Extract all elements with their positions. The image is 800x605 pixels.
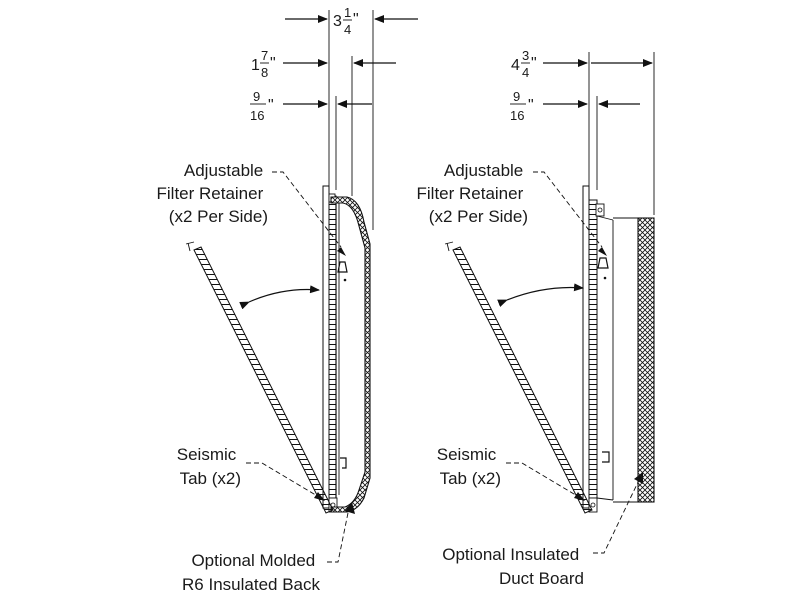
left-dim-overall: 3 1 4 " bbox=[285, 5, 418, 37]
left-optional-leader bbox=[327, 507, 350, 563]
left-dim-overall-whole: 3 bbox=[333, 13, 342, 30]
left-dim-small-unit: " bbox=[268, 97, 274, 114]
right-dim-small-unit: " bbox=[528, 97, 534, 114]
left-dim-small: 9 16 " bbox=[250, 89, 372, 123]
left-retainer-leader bbox=[272, 171, 342, 248]
right-view: 4 3 4 " 9 16 " bbox=[417, 48, 655, 588]
right-open-door bbox=[444, 241, 593, 514]
right-extension-lines bbox=[588, 52, 655, 215]
left-swing-arc bbox=[239, 285, 320, 310]
right-dim-small-num: 9 bbox=[513, 89, 520, 104]
right-dim-overall-whole: 4 bbox=[511, 57, 520, 74]
left-optional-label: Optional Molded R6 Insulated Back bbox=[182, 551, 320, 594]
right-seismic-leader bbox=[506, 462, 580, 498]
left-extension-lines bbox=[328, 10, 374, 230]
left-seismic-label: Seismic Tab (x2) bbox=[177, 445, 241, 488]
left-dim-small-den: 16 bbox=[250, 108, 264, 123]
left-dim-mid-unit: " bbox=[270, 55, 276, 72]
right-swing-arc bbox=[497, 283, 584, 308]
left-open-door bbox=[185, 241, 334, 514]
right-seismic-label: Seismic Tab (x2) bbox=[437, 445, 501, 488]
right-retainer-label: Adjustable Filter Retainer (x2 Per Side) bbox=[417, 161, 529, 226]
right-dim-small-den: 16 bbox=[510, 108, 524, 123]
right-dim-overall-num: 3 bbox=[522, 48, 529, 63]
left-dim-overall-unit: " bbox=[353, 11, 359, 28]
left-dim-mid-den: 8 bbox=[261, 65, 268, 80]
left-dim-mid: 1 7 8 " bbox=[251, 48, 396, 80]
left-dim-mid-num: 7 bbox=[261, 48, 268, 63]
left-dim-mid-whole: 1 bbox=[251, 57, 260, 74]
right-insulated-duct-board bbox=[637, 217, 655, 503]
left-door-frame bbox=[322, 185, 340, 513]
right-filter-retainer-icon bbox=[597, 257, 610, 463]
right-optional-label: Optional Insulated Duct Board bbox=[442, 545, 584, 588]
right-dim-overall-den: 4 bbox=[522, 65, 529, 80]
right-dim-overall-unit: " bbox=[531, 55, 537, 72]
right-dim-overall: 4 3 4 " bbox=[511, 48, 653, 80]
right-door-frame bbox=[582, 185, 614, 513]
left-dim-overall-num: 1 bbox=[344, 5, 351, 20]
left-filter-retainer-icon bbox=[337, 261, 348, 469]
left-dim-overall-den: 4 bbox=[344, 22, 351, 37]
left-retainer-label: Adjustable Filter Retainer (x2 Per Side) bbox=[157, 161, 269, 226]
left-view: 3 1 4 " 1 7 8 " 9 16 " bbox=[157, 5, 418, 594]
left-dim-small-num: 9 bbox=[253, 89, 260, 104]
right-optional-leader bbox=[593, 477, 641, 554]
right-retainer-leader bbox=[533, 171, 603, 248]
left-seismic-leader bbox=[246, 462, 320, 498]
right-dim-small: 9 16 " bbox=[510, 89, 640, 123]
left-molded-insulated-back bbox=[330, 196, 371, 513]
